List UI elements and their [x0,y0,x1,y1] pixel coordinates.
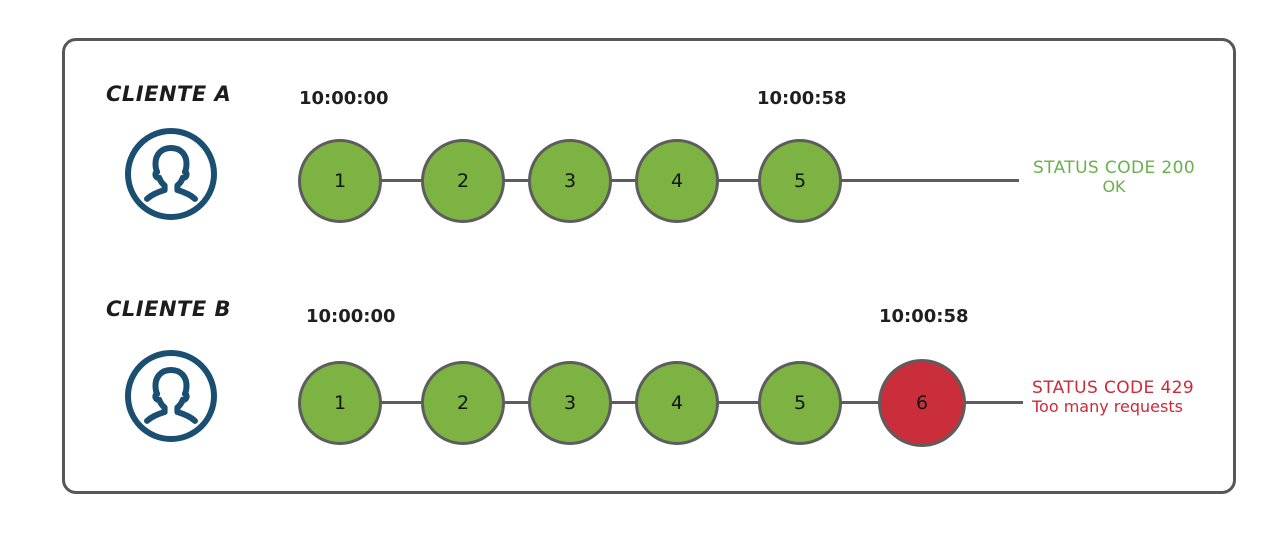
request-node-label: 1 [333,170,347,192]
request-node-label: 5 [793,170,807,192]
status-badge-a: STATUS CODE 200 OK [1029,158,1199,197]
request-node-label: 4 [670,170,684,192]
request-node-a-2[interactable]: 2 [421,139,505,223]
status-message-line-b: Too many requests [1032,397,1183,417]
request-node-b-5[interactable]: 5 [758,361,842,445]
link-b-6-status [959,401,1023,404]
request-node-label: 2 [456,170,470,192]
request-node-label: 3 [563,392,577,414]
request-node-label: 3 [563,170,577,192]
user-avatar-icon-a [123,126,219,222]
request-node-b-6[interactable]: 6 [878,359,966,447]
client-label-b: CLIENTE B [106,297,232,321]
status-badge-b: STATUS CODE 429 Too many requests [1032,378,1232,417]
request-node-a-3[interactable]: 3 [528,139,612,223]
status-code-line-a: STATUS CODE 200 [1032,158,1196,178]
timestamp-end-a: 10:00:58 [757,88,847,109]
request-node-a-5[interactable]: 5 [758,139,842,223]
link-a-5-status [839,179,1019,182]
client-label-a: CLIENTE A [106,82,232,106]
request-node-label: 5 [793,392,807,414]
status-code-line-b: STATUS CODE 429 [1032,378,1195,398]
timestamp-start-b: 10:00:00 [306,306,396,327]
request-node-b-3[interactable]: 3 [528,361,612,445]
request-node-b-2[interactable]: 2 [421,361,505,445]
user-avatar-icon-b [123,348,219,444]
request-node-b-4[interactable]: 4 [635,361,719,445]
request-node-label: 6 [915,392,929,414]
request-node-label: 2 [456,392,470,414]
request-node-a-1[interactable]: 1 [298,139,382,223]
timestamp-end-b: 10:00:58 [879,306,969,327]
request-node-label: 4 [670,392,684,414]
timestamp-start-a: 10:00:00 [299,88,389,109]
request-node-label: 1 [333,392,347,414]
request-node-b-1[interactable]: 1 [298,361,382,445]
link-b-5-6 [839,401,884,404]
request-node-a-4[interactable]: 4 [635,139,719,223]
status-message-line-a: OK [1102,177,1126,197]
